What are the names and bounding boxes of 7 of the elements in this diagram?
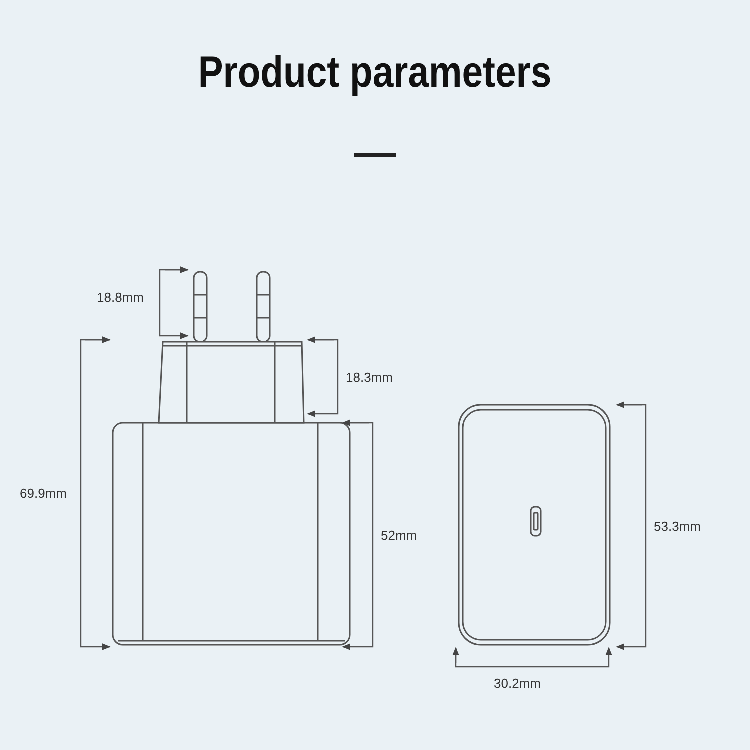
dimension-label: 18.3mm — [346, 370, 393, 385]
dimension-label: 52mm — [381, 528, 418, 543]
title: Product parameters — [197, 48, 553, 98]
dimension-label: 18.8mm — [97, 290, 144, 305]
dimension-label: 30.2mm — [494, 676, 541, 691]
dimension-label: 69.9mm — [20, 486, 67, 501]
dimension-label: 53.3mm — [654, 519, 701, 534]
